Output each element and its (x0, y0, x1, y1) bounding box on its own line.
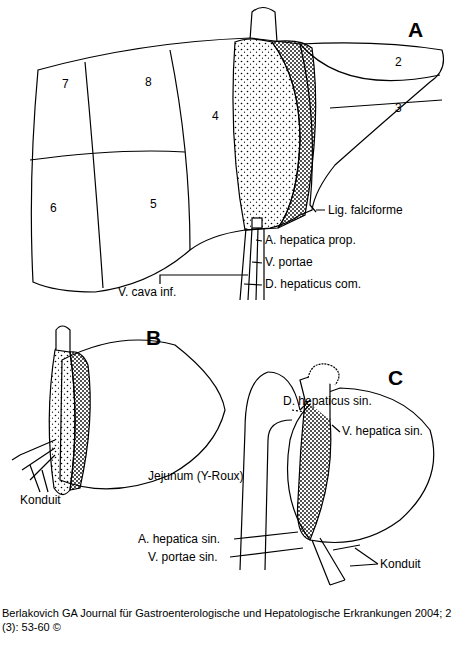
segment-number: 7 (62, 78, 69, 91)
structure-label: V. hepatica sin. (342, 425, 423, 438)
segment-number: 2 (395, 56, 402, 69)
panel-letter: B (146, 326, 161, 349)
panel-letter: A (408, 18, 423, 41)
structure-label: Konduit (20, 494, 61, 507)
structure-label: D. hepaticus com. (265, 278, 361, 291)
structure-label: A. hepatica prop. (265, 234, 356, 247)
structure-label: Konduit (380, 558, 421, 571)
structure-label: D. hepaticus sin. (283, 395, 372, 408)
segment-number: 6 (50, 202, 57, 215)
structure-label: V. portae sin. (148, 551, 218, 564)
structure-label: Lig. falciforme (328, 204, 403, 217)
segment-number: 3 (395, 102, 402, 115)
structure-label: V. cava inf. (118, 286, 176, 299)
segment-number: 8 (145, 76, 152, 89)
structure-label: V. portae (265, 256, 313, 269)
segment-number: 5 (150, 198, 157, 211)
structure-label: Jejunum (Y-Roux) (148, 470, 244, 483)
structure-label: A. hepatica sin. (138, 533, 220, 546)
figure-caption: Berlakovich GA Journal für Gastroenterol… (2, 607, 464, 635)
segment-number: 4 (212, 110, 219, 123)
panel-letter: C (388, 366, 403, 389)
